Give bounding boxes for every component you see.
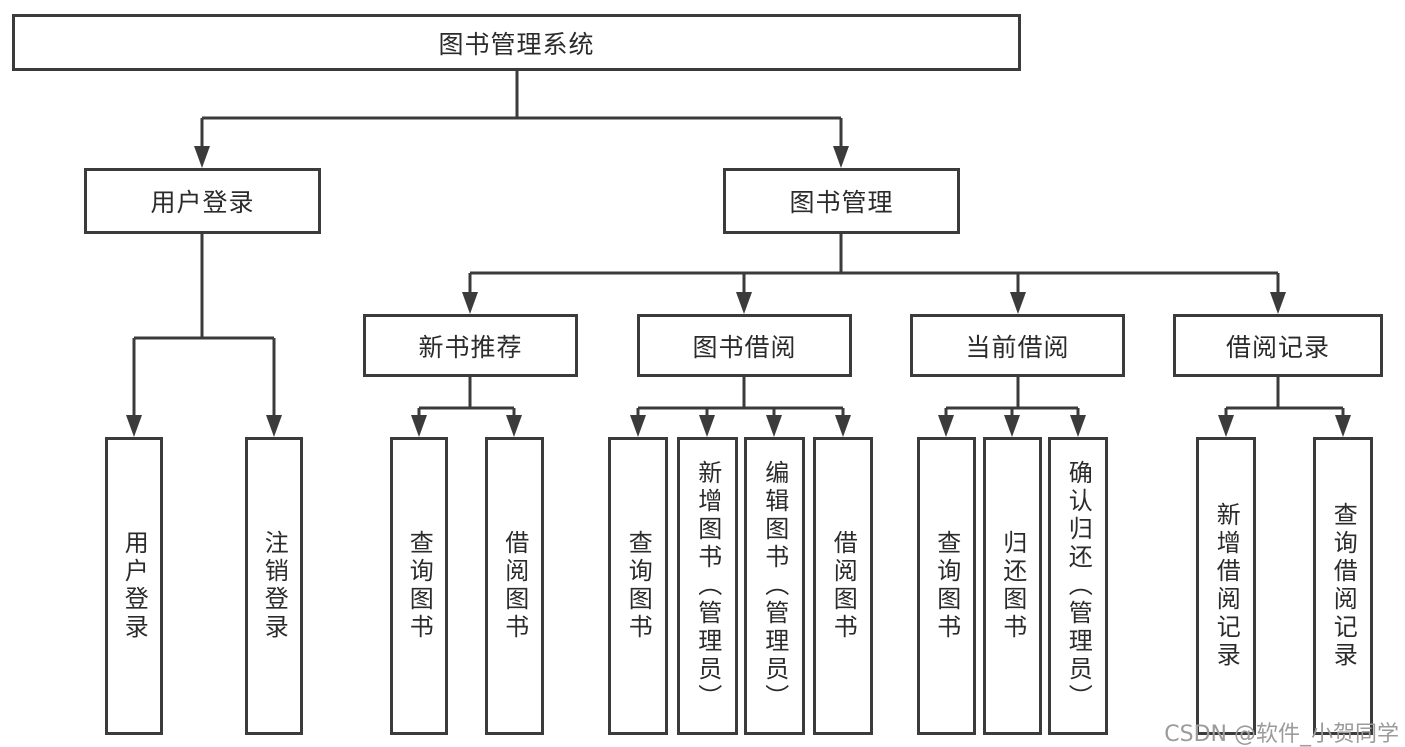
node-label: 查询图书 — [624, 530, 653, 642]
node-add-book-admin: 新增图书（管理员） — [677, 437, 738, 735]
node-label: 确认归还（管理员） — [1064, 460, 1093, 712]
node-borrow-book: 借阅图书 — [813, 437, 873, 735]
node-confirm-return-admin: 确认归还（管理员） — [1048, 437, 1108, 735]
node-user-login: 用户登录 — [84, 168, 321, 234]
node-current-borrow: 当前借阅 — [910, 314, 1125, 377]
node-label: 图书借阅 — [692, 332, 797, 362]
node-label: 新增借阅记录 — [1212, 502, 1241, 670]
node-label: 当前借阅 — [965, 332, 1070, 362]
node-return-book: 归还图书 — [983, 437, 1042, 735]
node-edit-book-admin: 编辑图书（管理员） — [744, 437, 805, 735]
node-label: 用户登录 — [150, 188, 255, 217]
node-borrow-book-recommend: 借阅图书 — [485, 437, 544, 735]
node-label: 编辑图书（管理员） — [760, 460, 789, 712]
node-add-borrow-record: 新增借阅记录 — [1196, 437, 1256, 735]
node-label: 查询借阅记录 — [1329, 502, 1358, 670]
node-logout: 注销登录 — [245, 437, 303, 735]
node-label: 查询图书 — [405, 530, 434, 642]
csdn-watermark: CSDN @软件_小贺同学 — [1164, 722, 1399, 747]
node-login: 用户登录 — [105, 437, 163, 735]
arrowheads — [126, 146, 1351, 437]
node-label: 新增图书（管理员） — [693, 460, 722, 712]
node-label: 查询图书 — [932, 530, 961, 642]
node-query-book-current: 查询图书 — [917, 437, 976, 735]
node-book-management: 图书管理 — [723, 168, 960, 234]
node-label: 借阅记录 — [1225, 332, 1330, 362]
node-query-book-borrow: 查询图书 — [608, 437, 668, 735]
node-label: 归还图书 — [998, 530, 1027, 642]
node-label: 注销登录 — [260, 530, 289, 642]
node-borrow-record: 借阅记录 — [1173, 314, 1383, 377]
node-query-borrow-record: 查询借阅记录 — [1313, 437, 1373, 735]
node-book-borrow: 图书借阅 — [637, 314, 852, 377]
node-label: 图书管理 — [789, 188, 894, 217]
node-query-book-recommend: 查询图书 — [390, 437, 448, 735]
node-label: 借阅图书 — [500, 530, 529, 642]
node-label: 图书管理系统 — [438, 29, 595, 59]
node-label: 借阅图书 — [829, 530, 858, 642]
node-label: 新书推荐 — [418, 332, 523, 362]
node-library-system-root: 图书管理系统 — [12, 14, 1021, 71]
node-label: 用户登录 — [120, 530, 149, 642]
node-new-book-recommend: 新书推荐 — [363, 314, 578, 377]
